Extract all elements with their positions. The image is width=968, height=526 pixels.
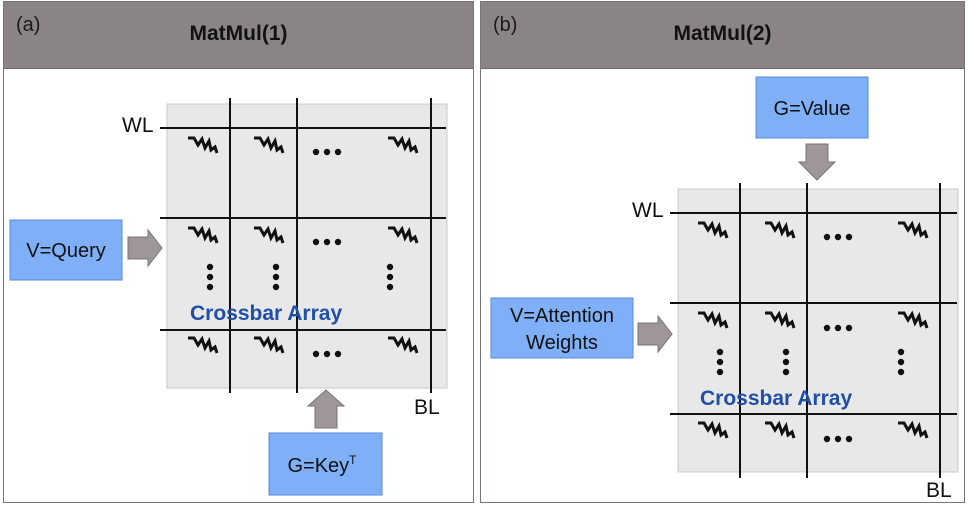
vertical-ellipsis — [782, 348, 790, 376]
vertical-ellipsis — [897, 348, 905, 376]
panel-header: (a) MatMul(1) — [4, 2, 473, 69]
panel-letter: (a) — [16, 14, 41, 36]
panel-letter: (b) — [493, 14, 518, 36]
voltage-input-box — [490, 297, 634, 359]
crossbar-array-label: Crossbar Array — [700, 387, 852, 410]
horizontal-ellipsis — [823, 233, 853, 241]
word-line-label: WL — [122, 114, 154, 137]
up-arrow-icon — [306, 389, 346, 429]
crossbar-array-a: WL BL Crossbar Array — [122, 98, 448, 419]
conductance-input-box — [268, 432, 383, 496]
right-arrow-icon — [127, 228, 163, 268]
down-arrow-icon — [797, 143, 837, 181]
horizontal-ellipsis — [823, 435, 853, 443]
horizontal-ellipsis — [823, 324, 853, 332]
voltage-input-box — [9, 219, 123, 281]
vertical-ellipsis — [386, 263, 394, 291]
horizontal-ellipsis — [312, 238, 342, 246]
voltage-input-label-line2: Weights — [526, 332, 598, 354]
conductance-input-label: G=Value — [774, 98, 851, 120]
conductance-input-box — [755, 76, 869, 139]
panel-title: MatMul(1) — [189, 22, 288, 45]
voltage-input-label-line1: V=Attention — [510, 305, 614, 327]
vertical-ellipsis — [206, 263, 214, 291]
bit-line-label: BL — [414, 396, 440, 419]
conductance-input-label: G=KeyT — [287, 453, 357, 477]
vertical-ellipsis — [716, 348, 724, 376]
crossbar-array-label: Crossbar Array — [190, 302, 342, 325]
conductance-main-text: G=Key — [287, 455, 349, 477]
transpose-superscript: T — [349, 453, 357, 467]
crossbar-array-b: WL BL Crossbar Array — [632, 183, 959, 502]
panel-title: MatMul(2) — [673, 22, 772, 45]
horizontal-ellipsis — [312, 350, 342, 358]
word-line-label: WL — [632, 199, 664, 222]
bit-line-label: BL — [926, 479, 952, 502]
vertical-ellipsis — [272, 263, 280, 291]
right-arrow-icon — [637, 314, 673, 354]
panel-header: (b) MatMul(2) — [481, 2, 964, 69]
horizontal-ellipsis — [312, 148, 342, 156]
voltage-input-label: V=Query — [26, 240, 105, 262]
